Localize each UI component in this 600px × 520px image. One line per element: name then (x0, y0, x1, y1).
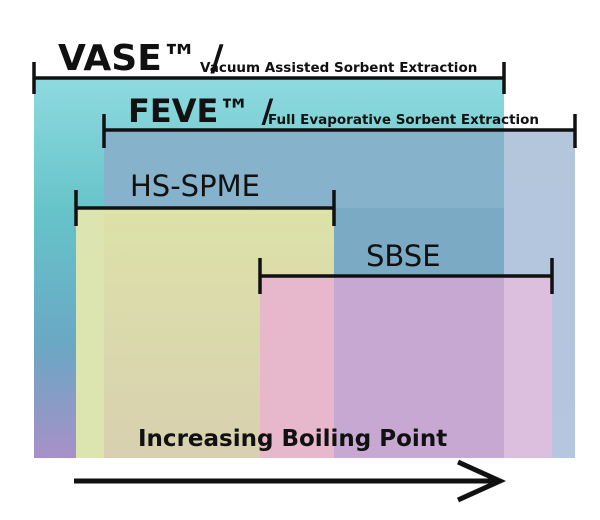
axis-label: Increasing Boiling Point (138, 426, 447, 452)
feve-over-sbse-zone (334, 208, 504, 276)
vase-full-name: Vacuum Assisted Sorbent Extraction (200, 60, 477, 76)
sbse-feve-edge-overlap (504, 276, 552, 458)
feve-name: FEVE™ / (128, 92, 273, 130)
vase-bracket (32, 62, 506, 94)
sbse-bracket (258, 258, 554, 294)
hs-spme-bracket (74, 190, 336, 226)
feve-bracket (102, 114, 577, 148)
hs-spme-left-edge (76, 208, 104, 458)
feve-full-name: Full Evaporative Sorbent Extraction (268, 112, 539, 128)
sbse-feve-overlap (334, 276, 504, 458)
increasing-arrow (74, 459, 507, 503)
vase-name: VASE™ / (58, 38, 224, 79)
hs-spme-name: HS-SPME (130, 169, 260, 203)
sbse-name: SBSE (366, 239, 441, 273)
